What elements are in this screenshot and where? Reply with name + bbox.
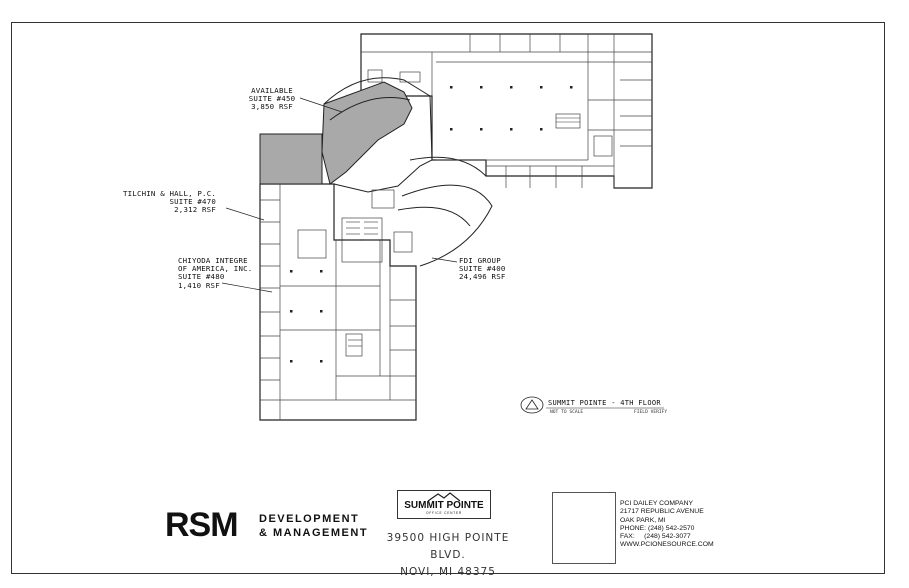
suite-470-tenant: TILCHIN & HALL, P.C. bbox=[123, 189, 216, 198]
suite-480-number: SUITE #480 bbox=[178, 272, 225, 282]
address-street: 39500 HIGH POINTE BLVD. bbox=[386, 532, 510, 561]
rsm-logo: RSM bbox=[165, 506, 239, 544]
suite-480-tenant: CHIYODA INTEGRE bbox=[178, 256, 248, 265]
rsm-line-2: & MANAGEMENT bbox=[259, 527, 369, 539]
pci-company: PCI DAILEY COMPANY bbox=[620, 500, 694, 507]
pci-website[interactable]: WWW.PCIONESOURCE.COM bbox=[620, 541, 714, 549]
suite-400-area: 24,496 RSF bbox=[459, 272, 506, 282]
suite-450-status: AVAILABLE bbox=[251, 86, 293, 95]
pci-logo-frame bbox=[552, 492, 616, 564]
suite-400-number: SUITE #400 bbox=[459, 264, 506, 274]
suite-450-shade bbox=[321, 81, 413, 185]
rsm-logo-text: DEVELOPMENT & MANAGEMENT bbox=[259, 512, 368, 540]
suite-450-number: SUITE #450 bbox=[248, 94, 296, 104]
suite-450-shade-west bbox=[259, 133, 323, 185]
pci-city: OAK PARK, MI bbox=[620, 516, 666, 524]
suite-480-tenant-2: OF AMERICA, INC. bbox=[178, 264, 253, 274]
rsm-line-1: DEVELOPMENT bbox=[259, 513, 360, 525]
suite-400-tenant: FDI GROUP bbox=[459, 256, 501, 265]
summit-pointe-logo: SUMMIT POINTE OFFICE CENTER bbox=[397, 490, 491, 519]
verify-note: FIELD VERIFY bbox=[634, 410, 668, 415]
pci-phone: PHONE: (248) 542-2570 bbox=[620, 524, 695, 532]
suite-480-area: 1,410 RSF bbox=[178, 280, 220, 290]
pci-street: 21717 REPUBLIC AVENUE bbox=[620, 508, 704, 516]
mountain-icon bbox=[427, 492, 461, 502]
suite-450-label: AVAILABLE SUITE #450 3,850 RSF bbox=[244, 86, 300, 112]
suite-480-label: CHIYODA INTEGRE OF AMERICA, INC. SUITE #… bbox=[178, 256, 253, 290]
suite-470-area: 2,312 RSF bbox=[174, 205, 216, 215]
drawing-border bbox=[11, 22, 885, 574]
north-arrow-icon bbox=[520, 396, 544, 414]
suite-450-area: 3,850 RSF bbox=[251, 102, 293, 112]
plan-title: SUMMIT POINTE - 4TH FLOOR bbox=[548, 399, 661, 407]
summit-pointe-name: SUMMIT POINTE bbox=[404, 500, 484, 511]
summit-pointe-tagline: OFFICE CENTER bbox=[425, 511, 463, 515]
suite-400-label: FDI GROUP SUITE #400 24,496 RSF bbox=[459, 256, 506, 282]
address-city: NOVI, MI 48375 bbox=[400, 566, 496, 578]
suite-470-label: TILCHIN & HALL, P.C. SUITE #470 2,312 RS… bbox=[120, 189, 216, 215]
pci-contact-block: PCI DAILEY COMPANY 21717 REPUBLIC AVENUE… bbox=[620, 500, 714, 550]
scale-note: NOT TO SCALE bbox=[550, 410, 584, 415]
property-address: 39500 HIGH POINTE BLVD. NOVI, MI 48375 bbox=[372, 530, 524, 581]
pci-fax: FAX: (248) 542-3077 bbox=[620, 533, 691, 541]
suite-470-number: SUITE #470 bbox=[169, 197, 216, 207]
